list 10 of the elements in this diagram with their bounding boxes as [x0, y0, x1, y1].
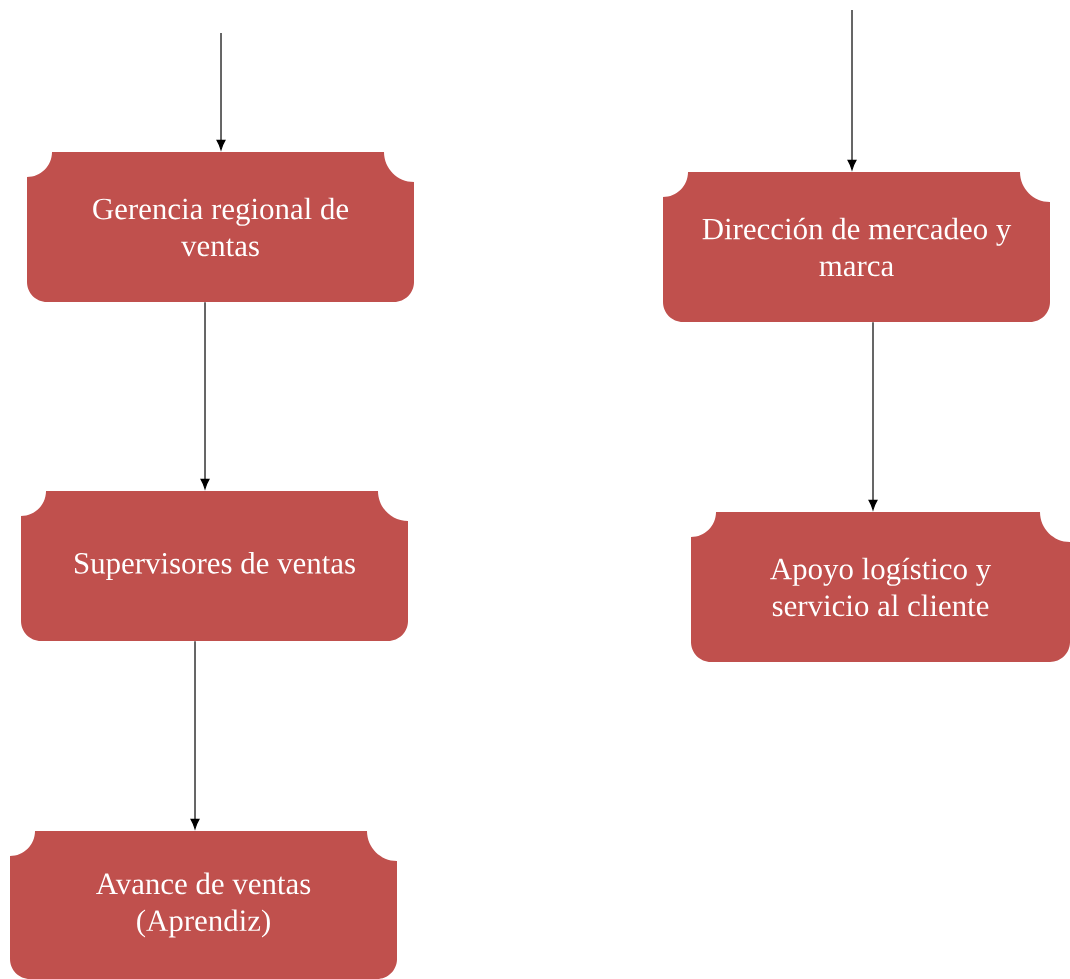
- arrow: [200, 301, 210, 490]
- notched-box: Gerencia regional de ventas: [27, 152, 414, 302]
- arrow: [847, 9, 857, 171]
- notched-box: Supervisores de ventas: [21, 491, 408, 641]
- arrow: [216, 32, 226, 151]
- notched-box: Apoyo logístico y servicio al cliente: [691, 512, 1070, 662]
- notched-box: Dirección de mercadeo y marca: [663, 172, 1050, 322]
- notched-box: Avance de ventas (Aprendiz): [10, 831, 397, 979]
- arrow: [190, 640, 200, 830]
- arrow: [868, 321, 878, 511]
